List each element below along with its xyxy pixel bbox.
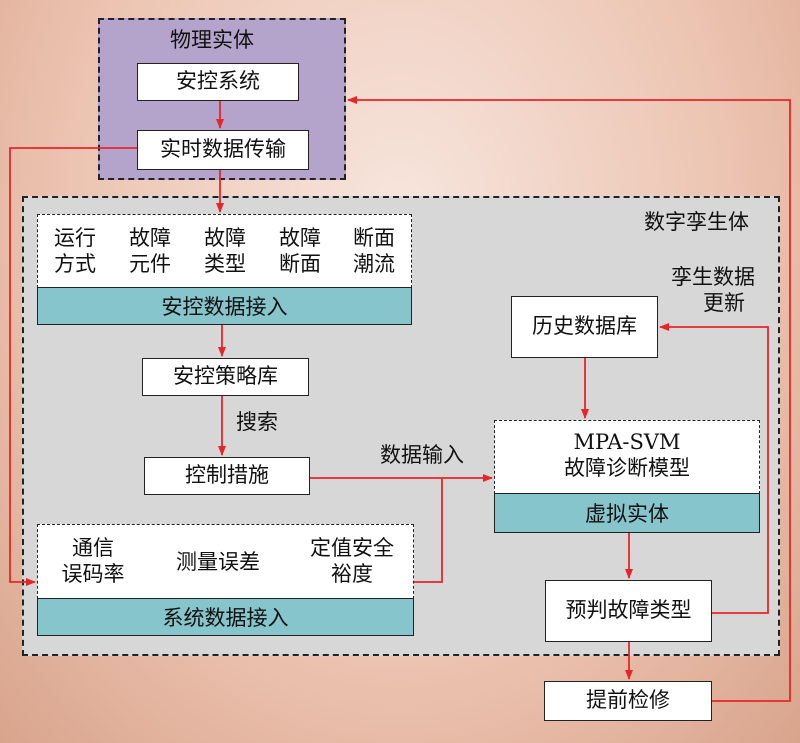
arrow-maintenance-to-physical xyxy=(347,96,791,702)
system-data-item: 测量误差 xyxy=(176,549,260,575)
security-data-access-bar: 安控数据接入 xyxy=(37,287,412,325)
arrow-transmission-to-system-data xyxy=(9,147,137,586)
maintenance-box: 提前检修 xyxy=(544,681,712,721)
item-line1: 定值安全 xyxy=(310,536,394,560)
realtime-transmission-box: 实时数据传输 xyxy=(137,130,309,170)
security-system-box: 安控系统 xyxy=(137,63,299,101)
item-line1: 故障 xyxy=(204,226,246,250)
digital-twin-title: 数字孪生体 xyxy=(644,210,749,234)
item-line2: 断面 xyxy=(279,252,321,277)
item-line1: 故障 xyxy=(279,226,321,250)
system-data-item: 通信 误码率 xyxy=(62,535,125,588)
twin-update-line2: 更新 xyxy=(703,291,745,316)
twin-update-label: 孪生数据 更新 xyxy=(671,264,755,317)
item-line1: 断面 xyxy=(353,226,395,250)
item-line2: 裕度 xyxy=(331,562,373,587)
virtual-entity-bar: 虚拟实体 xyxy=(494,493,760,533)
item-line2: 误码率 xyxy=(61,562,125,587)
twin-update-line1: 孪生数据 xyxy=(671,265,755,289)
item-line1: 运行 xyxy=(54,226,96,250)
model-box: MPA-SVM 故障诊断模型 xyxy=(494,420,760,494)
physical-entity-title: 物理实体 xyxy=(170,28,254,52)
item-line2: 潮流 xyxy=(353,252,395,277)
item-line2: 元件 xyxy=(129,252,171,277)
predict-fault-box: 预判故障类型 xyxy=(545,580,712,642)
security-data-item: 故障 断面 xyxy=(279,225,321,278)
model-line1: MPA-SVM xyxy=(573,430,681,454)
security-data-item: 断面 潮流 xyxy=(353,225,395,278)
security-data-items-box: 运行 方式 故障 元件 故障 类型 故障 断面 断面 潮流 xyxy=(37,214,412,288)
model-line2: 故障诊断模型 xyxy=(564,456,690,481)
control-measures-box: 控制措施 xyxy=(144,457,310,495)
strategy-library-box: 安控策略库 xyxy=(142,358,309,396)
item-line1: 通信 xyxy=(72,536,114,560)
security-data-item: 运行 方式 xyxy=(54,225,96,278)
item-line2: 方式 xyxy=(54,252,96,277)
arrow-predict-to-history xyxy=(659,323,769,614)
data-input-label: 数据输入 xyxy=(380,443,464,467)
item-line1: 故障 xyxy=(129,226,171,250)
line-system-data-to-input xyxy=(414,478,443,583)
security-data-item: 故障 类型 xyxy=(204,225,246,278)
item-line2: 类型 xyxy=(204,252,246,277)
security-data-item: 故障 元件 xyxy=(129,225,171,278)
system-data-items-box: 通信 误码率 测量误差 定值安全 裕度 xyxy=(37,524,414,599)
history-db-box: 历史数据库 xyxy=(511,296,658,358)
item-line1: 测量误差 xyxy=(176,550,260,574)
search-label: 搜索 xyxy=(236,410,278,434)
system-data-item: 定值安全 裕度 xyxy=(310,535,394,588)
system-data-access-bar: 系统数据接入 xyxy=(37,598,414,636)
